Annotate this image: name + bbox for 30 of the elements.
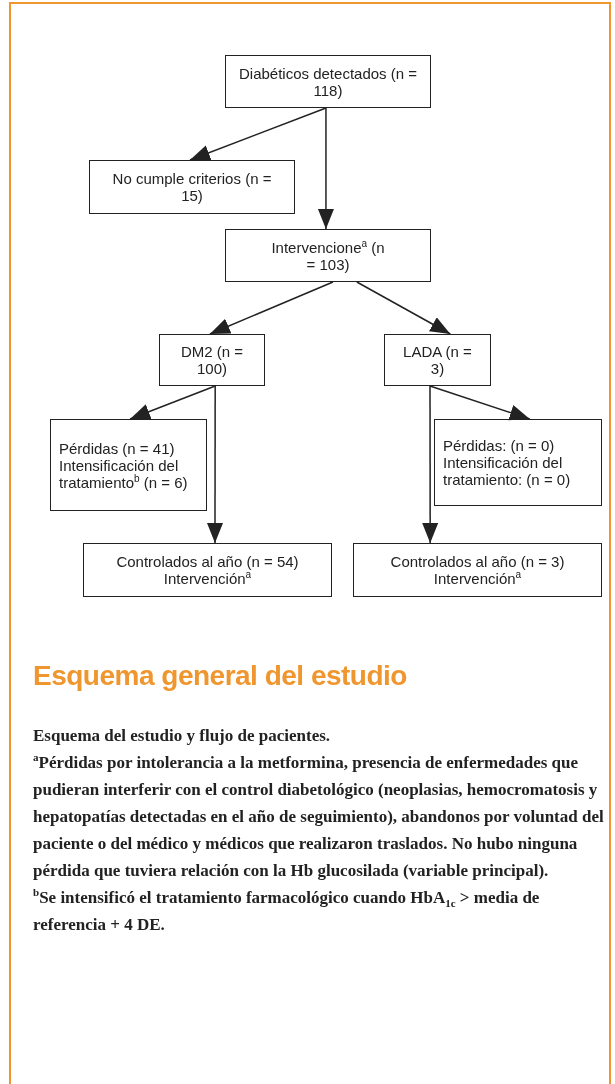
process-box xyxy=(50,419,207,511)
box-text: Intervencione$^{a}$ (n = 103) xyxy=(270,238,386,273)
figure-title: Esquema general del estudio xyxy=(33,660,407,692)
box-text: DM2 (n = 100) xyxy=(179,343,245,377)
footnote: $^{b}$Se intensificó el tratamiento farmacológico cuando HbA$_{1c}$ > media de referencia + 4 DE. xyxy=(33,885,541,936)
process-box xyxy=(83,543,332,597)
figure-caption: Esquema del estudio y flujo de pacientes. xyxy=(33,725,332,747)
arrow xyxy=(429,385,531,421)
box-text: Diabéticos detectados (n = 118) xyxy=(238,64,418,99)
arrow xyxy=(207,385,223,544)
process-box xyxy=(353,543,602,597)
process-box xyxy=(89,160,295,214)
arrow xyxy=(422,385,439,544)
box-text: Pérdidas: (n = 0) Intensificación del tratamiento: (n = 0) xyxy=(443,437,572,488)
arrow xyxy=(189,107,327,161)
box-text: Controlados al año (n = 54) Intervención$^{a}$ xyxy=(115,553,300,587)
process-box xyxy=(225,55,431,108)
box-text: Controlados al año (n = 3) Intervención$^{a}$ xyxy=(389,553,566,587)
arrow xyxy=(317,107,334,230)
process-box xyxy=(434,419,602,506)
arrow xyxy=(209,281,334,335)
box-text: No cumple criterios (n = 15) xyxy=(111,170,273,204)
box-text: LADA (n = 3) xyxy=(402,343,473,377)
footnote: $^{a}$Pérdidas por intolerancia a la metformina, presencia de enfermedades que pudieran interferir con el control diabetológico (neoplasias, hemocromatosis y hepatopatías detectadas en el año de seguimiento), abandonos por voluntad del paciente o del médico y médicos que realizaron traslados. No hubo ninguna pérdida que tuviera relación con la Hb glucosilada (variable principal). xyxy=(33,750,605,882)
process-box xyxy=(384,334,491,386)
process-box xyxy=(225,229,431,282)
arrow xyxy=(129,385,216,420)
arrow xyxy=(356,281,452,335)
process-box xyxy=(159,334,265,386)
box-text: Pérdidas (n = 41) Intensificación del tratamiento$^{b}$ (n = 6) xyxy=(59,439,189,491)
